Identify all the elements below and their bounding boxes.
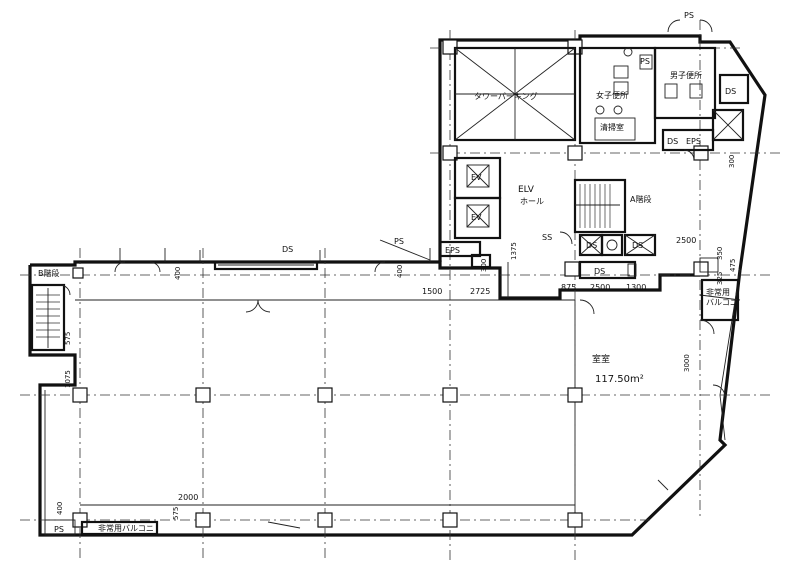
label-ev1: EV [471, 173, 482, 182]
dim-300-a: 300 [480, 259, 488, 272]
stair-b [30, 283, 66, 352]
dim-400-c: 400 [56, 502, 64, 515]
bottom-balcony [44, 519, 159, 536]
dim-400-a: 400 [174, 267, 182, 280]
dim-875: 875 [561, 283, 576, 292]
label-cleaning: 清掃室 [600, 122, 624, 132]
dim-1500: 1500 [422, 287, 442, 296]
elevators [453, 156, 502, 240]
dim-300-b: 300 [728, 155, 736, 168]
dim-1375: 1375 [510, 242, 518, 260]
label-ps-bottom: PS [54, 525, 64, 534]
doors [59, 19, 726, 529]
label-ds-left: DS [282, 245, 293, 254]
label-stair-b: B階段 [38, 268, 60, 278]
dim-475: 475 [729, 259, 737, 272]
label-mens-wc: 男子便所 [670, 70, 702, 80]
label-ds-core1: DS [586, 241, 597, 250]
stair-a [573, 178, 627, 234]
label-elv-hall: ELV [518, 185, 535, 195]
dim-1300: 1300 [626, 283, 646, 292]
dim-350: 350 [716, 247, 724, 260]
core-shafts [438, 233, 657, 280]
label-eps-mid: EPS [445, 246, 460, 255]
dim-2500-b: 2500 [676, 236, 696, 245]
label-ps-toilet: PS [640, 57, 650, 66]
label-womens-wc: 女子便所 [596, 90, 628, 100]
label-tower-parking: タワーパーキング [474, 91, 538, 101]
tower-parking [453, 46, 577, 142]
dim-325: 325 [716, 272, 724, 285]
label-office: 室室 [592, 353, 610, 365]
ds-left-duct [213, 260, 319, 271]
label-balcony-bottom: 非常用バルコニ [98, 523, 154, 533]
label-balcony-emergency-1: 非常用 [706, 287, 730, 297]
label-ss: SS [542, 233, 552, 242]
right-balcony [699, 257, 740, 322]
label-ds-right: DS [667, 137, 678, 146]
structural-grid [20, 20, 780, 560]
label-stair-a: A階段 [630, 194, 651, 204]
label-ds-right-top: DS [725, 87, 736, 96]
label-ds-core3: DS [594, 267, 605, 276]
dim-2500-a: 2500 [590, 283, 610, 292]
dim-2000: 2000 [178, 493, 198, 502]
label-ps-top: PS [684, 11, 694, 20]
dim-575-a: 575 [64, 332, 72, 345]
columns [72, 39, 709, 528]
label-ev2: EV [471, 213, 482, 222]
label-elv-hall-2: ホール [520, 197, 544, 206]
dim-3000: 3000 [683, 354, 691, 372]
label-eps-right: EPS [686, 137, 701, 146]
dim-400-b: 400 [396, 265, 404, 278]
label-office-area: 117.50m² [595, 374, 644, 385]
label-ps-mid: PS [394, 237, 404, 246]
wall-ticks [119, 239, 509, 298]
label-balcony-emergency-2: バルコニ [706, 298, 738, 307]
dim-2725: 2725 [470, 287, 490, 296]
toilets [578, 46, 750, 152]
label-ds-core2: DS [632, 241, 643, 250]
dim-1075: 1075 [64, 370, 72, 388]
dim-575-b: 575 [172, 507, 180, 520]
outer-walls [28, 34, 767, 537]
